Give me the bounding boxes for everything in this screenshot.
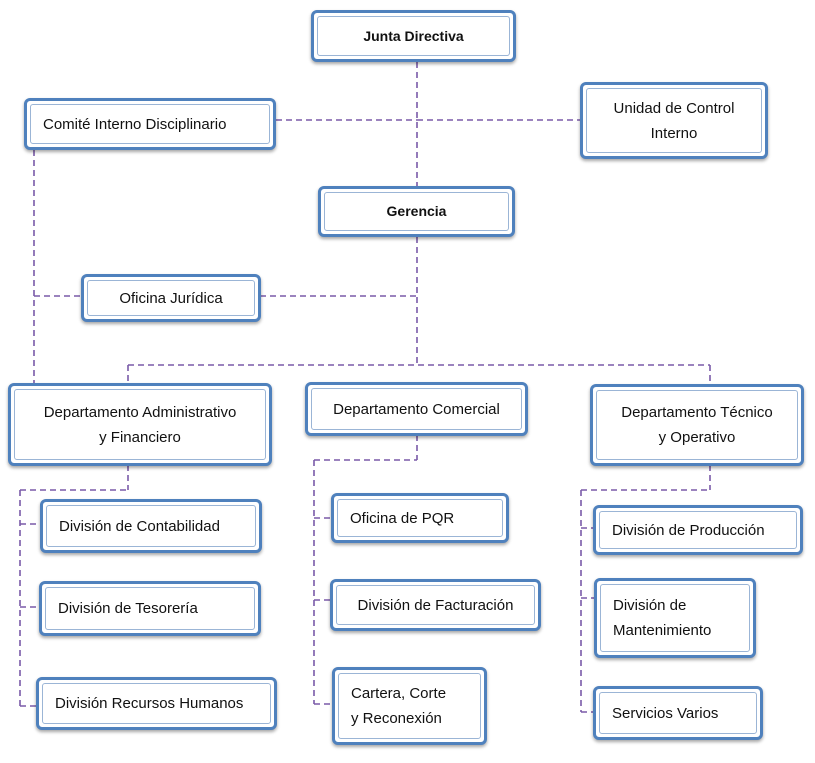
node-label: Oficina de PQR — [350, 509, 455, 527]
node-label: Cartera, Corte y Reconexión — [351, 685, 447, 727]
node-label: División de Contabilidad — [59, 517, 220, 535]
node-comite-interno-disciplinario: Comité Interno Disciplinario — [24, 98, 276, 150]
node-division-contabilidad: División de Contabilidad — [40, 499, 262, 553]
node-unidad-control-interno: Unidad de Control Interno — [580, 82, 768, 159]
node-servicios-varios: Servicios Varios — [593, 686, 763, 740]
node-label: Departamento Administrativo y Financiero — [43, 403, 237, 446]
node-label: División de Mantenimiento — [613, 597, 712, 639]
node-junta-directiva: Junta Directiva — [311, 10, 516, 62]
node-label: División de Facturación — [357, 596, 514, 614]
node-label: Oficina Jurídica — [119, 289, 223, 307]
node-label: Departamento Técnico y Operativo — [621, 404, 773, 446]
node-label: Departamento Comercial — [333, 400, 500, 418]
node-label: Gerencia — [386, 203, 447, 219]
node-label: División de Tesorería — [58, 600, 198, 617]
node-division-recursos-humanos: División Recursos Humanos — [36, 677, 277, 730]
node-division-produccion: División de Producción — [593, 505, 803, 555]
node-label: Junta Directiva — [363, 27, 464, 44]
node-label: Servicios Varios — [612, 704, 719, 722]
node-oficina-pqr: Oficina de PQR — [331, 493, 509, 543]
node-label: Unidad de Control Interno — [613, 99, 735, 142]
node-label: Comité Interno Disciplinario — [43, 115, 227, 133]
node-cartera-corte-reconexion: Cartera, Corte y Reconexión — [332, 667, 487, 745]
node-division-mantenimiento: División de Mantenimiento — [594, 578, 756, 658]
node-gerencia: Gerencia — [318, 186, 515, 237]
node-departamento-comercial: Departamento Comercial — [305, 382, 528, 436]
node-division-tesoreria: División de Tesorería — [39, 581, 261, 636]
node-oficina-juridica: Oficina Jurídica — [81, 274, 261, 322]
node-label: División de Producción — [612, 521, 765, 539]
node-division-facturacion: División de Facturación — [330, 579, 541, 631]
node-departamento-tecnico: Departamento Técnico y Operativo — [590, 384, 804, 466]
node-departamento-administrativo: Departamento Administrativo y Financiero — [8, 383, 272, 466]
node-label: División Recursos Humanos — [55, 695, 244, 712]
